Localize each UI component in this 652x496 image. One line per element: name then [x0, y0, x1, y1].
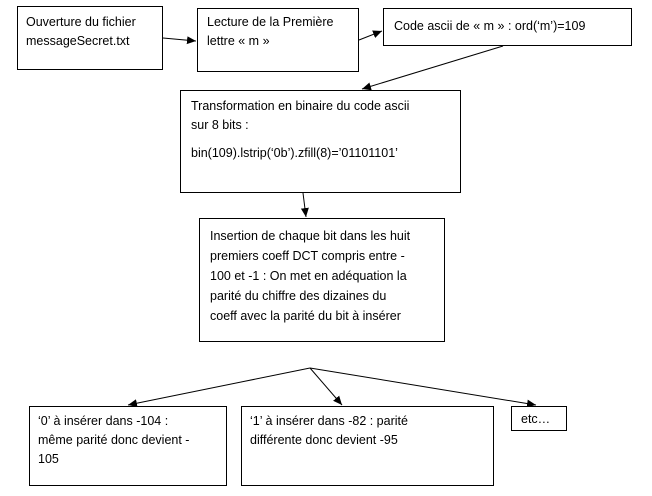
- insertion-line-5: coeff avec la parité du bit à insérer: [210, 309, 401, 323]
- bit0-line-2: même parité donc devient -: [38, 433, 190, 447]
- arrow-ascii-to-binary: [361, 45, 504, 91]
- box-ascii-code: Code ascii de « m » : ord(‘m’)=109: [383, 8, 632, 46]
- box-bit-insertion: Insertion de chaque bit dans les huit pr…: [199, 218, 445, 342]
- box-bit-one-example: ‘1’ à insérer dans -82 : parité différen…: [241, 406, 494, 486]
- box-bit-zero-example: ‘0’ à insérer dans -104 : même parité do…: [29, 406, 227, 486]
- bit1-line-1: ‘1’ à insérer dans -82 : parité: [250, 414, 408, 428]
- binary-line-2: sur 8 bits :: [191, 118, 249, 132]
- open-file-line-2: messageSecret.txt: [26, 34, 130, 48]
- open-file-line-1: Ouverture du fichier: [26, 15, 136, 29]
- insertion-line-1: Insertion de chaque bit dans les huit: [210, 229, 411, 243]
- bit0-line-1: ‘0’ à insérer dans -104 :: [38, 414, 169, 428]
- bit0-line-3: 105: [38, 452, 59, 466]
- insertion-line-4: parité du chiffre des dizaines du: [210, 289, 387, 303]
- arrow-read-to-ascii: [358, 30, 383, 41]
- arrow-insertion-to-etc: [309, 367, 537, 408]
- binary-code: bin(109).lstrip(‘0b’).zfill(8)=’01101101…: [191, 146, 398, 160]
- box-etc: etc…: [511, 406, 567, 431]
- box-binary-transform: Transformation en binaire du code ascii …: [180, 90, 461, 193]
- insertion-line-2: premiers coeff DCT compris entre -: [210, 249, 405, 263]
- arrow-insertion-to-bit0: [127, 367, 311, 408]
- arrow-open-to-read: [162, 36, 197, 45]
- box-read-letter: Lecture de la Première lettre « m »: [197, 8, 359, 72]
- bit1-line-2: différente donc devient -95: [250, 433, 398, 447]
- box-open-file: Ouverture du fichier messageSecret.txt: [17, 6, 163, 70]
- etc-line-1: etc…: [521, 412, 551, 426]
- read-letter-line-1: Lecture de la Première: [207, 15, 334, 29]
- ascii-code-line-1: Code ascii de « m » : ord(‘m’)=109: [394, 19, 586, 33]
- arrow-binary-to-insertion: [300, 192, 309, 218]
- arrow-insertion-to-bit1: [309, 367, 343, 406]
- insertion-line-3: 100 et -1 : On met en adéquation la: [210, 269, 407, 283]
- read-letter-line-2: lettre « m »: [207, 34, 270, 48]
- binary-line-1: Transformation en binaire du code ascii: [191, 99, 410, 113]
